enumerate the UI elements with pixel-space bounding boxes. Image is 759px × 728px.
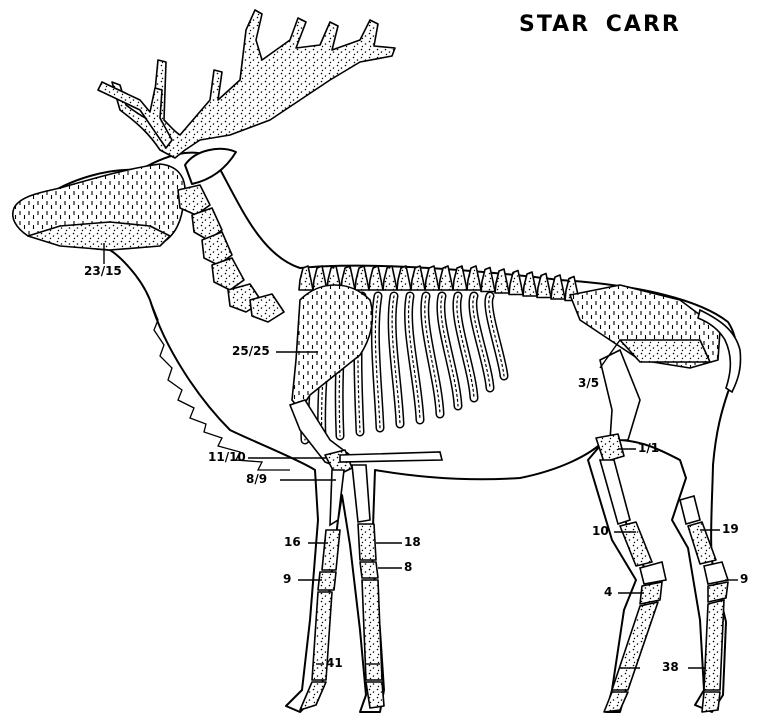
label-tibia-left: 10	[592, 524, 609, 538]
label-radius: 8/9	[246, 472, 267, 486]
label-pelvis: 3/5	[578, 376, 599, 390]
label-metatarsal: 38	[662, 660, 679, 674]
label-tarsal-left: 4	[604, 585, 612, 599]
label-metacarpal-upper-right: 18	[404, 535, 421, 549]
label-carpal-left: 9	[283, 572, 291, 586]
label-humerus: 11/10	[208, 450, 246, 464]
diagram-title: STAR CARR	[519, 12, 681, 37]
label-femur: 1/1	[638, 441, 659, 455]
vertebra	[467, 266, 481, 290]
label-skull: 23/15	[84, 264, 122, 278]
antlers	[98, 10, 395, 158]
label-scapula: 25/25	[232, 344, 270, 358]
label-metacarpal-upper-left: 16	[284, 535, 301, 549]
label-metacarpal-left: 41	[326, 656, 343, 670]
label-tarsal-right: 9	[740, 572, 748, 586]
label-carpal-right: 8	[404, 560, 412, 574]
label-tibia-right: 19	[722, 522, 739, 536]
